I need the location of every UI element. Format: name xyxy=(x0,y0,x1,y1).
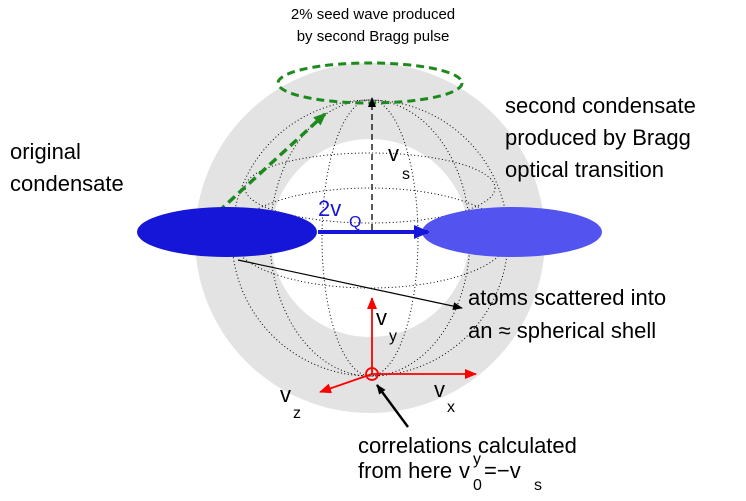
v0y-symbol: v xyxy=(459,458,470,483)
original-condensate-label-line2: condensate xyxy=(10,171,124,196)
vz-subscript: z xyxy=(293,405,301,422)
shell-label-line1: atoms scattered into xyxy=(468,285,666,310)
vx-symbol: v xyxy=(434,377,445,402)
shell-pointer-arrow xyxy=(237,259,463,311)
seed-wave-label-line1: 2% seed wave produced xyxy=(291,6,455,23)
v0y-superscript: y xyxy=(473,451,481,468)
vx-subscript: x xyxy=(447,399,455,416)
vs-symbol: v xyxy=(388,141,399,166)
correlations-label-line2: from here xyxy=(358,458,452,483)
original-condensate xyxy=(137,207,317,257)
second-condensate-label-line3: optical transition xyxy=(505,157,664,182)
original-condensate-label-line1: original xyxy=(10,139,81,164)
correlation-origin xyxy=(365,367,379,381)
vs-subscript: s xyxy=(402,166,410,183)
eq-vs-subscript: s xyxy=(534,477,542,494)
vy-subscript: y xyxy=(389,328,397,345)
shell-label-line2: an ≈ spherical shell xyxy=(468,318,656,343)
vy-symbol: v xyxy=(376,305,387,330)
v0y-subscript: 0 xyxy=(473,477,482,494)
correlations-pointer-arrow xyxy=(376,384,409,428)
q-subscript: Q xyxy=(349,214,361,231)
vz-symbol: v xyxy=(280,382,291,407)
seed-diagonal-arrow xyxy=(216,112,327,214)
second-condensate-label-line1: second condensate xyxy=(505,93,696,118)
axis-vz xyxy=(319,373,373,394)
second-condensate-label-line2: produced by Bragg xyxy=(505,125,691,150)
spherical-shell xyxy=(195,63,545,413)
seed-wave-label-line2: by second Bragg pulse xyxy=(297,28,450,45)
second-condensate xyxy=(422,207,602,257)
two-v-symbol: 2v xyxy=(318,196,341,221)
eq-neg-v: =−v xyxy=(484,458,521,483)
coordinate-axes xyxy=(319,297,477,394)
correlations-label-line1: correlations calculated xyxy=(358,433,577,458)
